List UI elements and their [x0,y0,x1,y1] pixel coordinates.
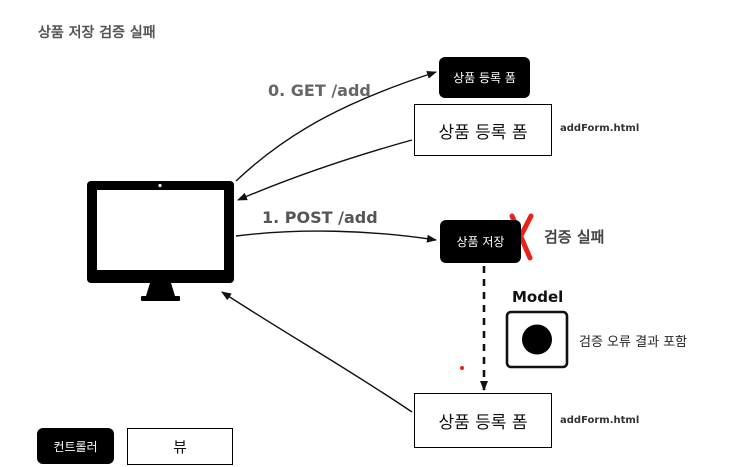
legend-view-box: 뷰 [127,428,233,465]
form-view-box-top: 상품 등록 폼 [414,104,552,156]
red-dot-icon [460,366,464,370]
save-controller-label: 상품 저장 [456,235,505,249]
get-arrow-label: 0. GET /add [268,81,371,100]
validation-fail-label: 검증 실패 [544,228,605,246]
form-view-label-bottom: 상품 등록 폼 [438,413,528,433]
file-name-top: addForm.html [560,123,640,134]
legend-controller-label: 컨트롤러 [53,439,98,454]
post-arrow-label: 1. POST /add [262,208,378,227]
error-response-arrow [221,291,413,413]
form-view-box-bottom: 상품 등록 폼 [414,393,552,448]
form-controller-box: 상품 등록 폼 [439,57,530,98]
computer-monitor-icon [87,181,234,301]
legend-controller-box: 컨트롤러 [37,428,114,464]
form-response-arrow [237,139,413,201]
file-name-bottom: addForm.html [560,415,640,426]
model-note: 검증 오류 결과 포함 [579,335,688,350]
model-title: Model [512,288,564,306]
legend-view-label: 뷰 [173,438,187,456]
form-view-label-top: 상품 등록 폼 [438,122,528,143]
model-box [505,310,569,369]
form-controller-label: 상품 등록 폼 [453,71,516,85]
get-arrow [235,70,437,182]
save-controller-box: 상품 저장 [440,220,521,263]
post-arrow [235,230,437,243]
diagram-title: 상품 저장 검증 실패 [38,25,156,41]
